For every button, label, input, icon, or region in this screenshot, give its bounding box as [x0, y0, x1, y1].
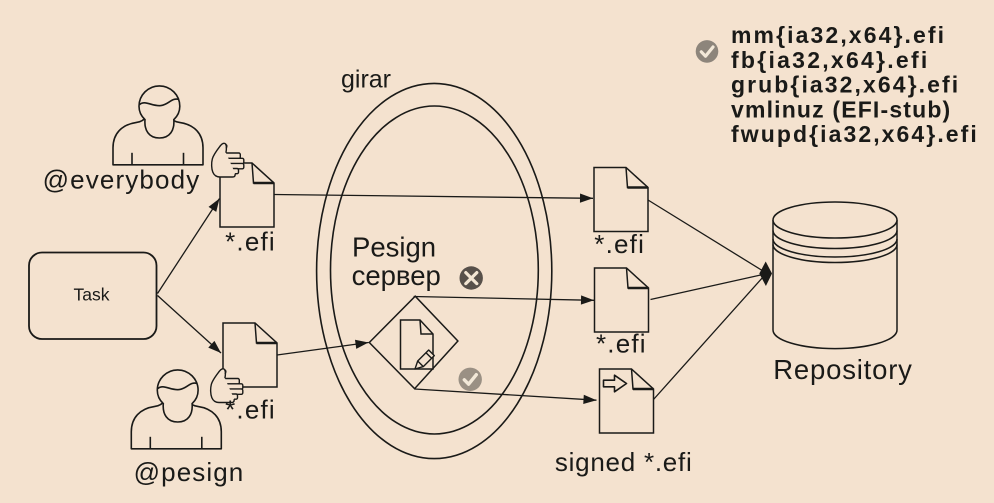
svg-text:grub{ia32,x64}.efi: grub{ia32,x64}.efi	[731, 72, 960, 98]
svg-text:Repository: Repository	[773, 354, 912, 385]
svg-text:mm{ia32,x64}.efi: mm{ia32,x64}.efi	[731, 22, 946, 48]
svg-text:сервер: сервер	[352, 260, 441, 291]
svg-text:@everybody: @everybody	[43, 165, 201, 195]
svg-text:Task: Task	[74, 285, 110, 305]
svg-text:Pesign: Pesign	[352, 232, 436, 263]
svg-text:*.efi: *.efi	[225, 395, 276, 425]
svg-text:*.efi: *.efi	[596, 329, 647, 359]
svg-text:*.efi: *.efi	[225, 227, 276, 257]
svg-text:vmlinuz (EFI-stub): vmlinuz (EFI-stub)	[731, 96, 951, 122]
svg-text:@pesign: @pesign	[134, 457, 245, 487]
svg-text:*.efi: *.efi	[594, 229, 645, 259]
svg-text:girar: girar	[341, 66, 391, 94]
svg-text:fwupd{ia32,x64}.efi: fwupd{ia32,x64}.efi	[731, 121, 979, 147]
svg-text:signed *.efi: signed *.efi	[555, 447, 693, 477]
svg-text:fb{ia32,x64}.efi: fb{ia32,x64}.efi	[731, 47, 930, 73]
